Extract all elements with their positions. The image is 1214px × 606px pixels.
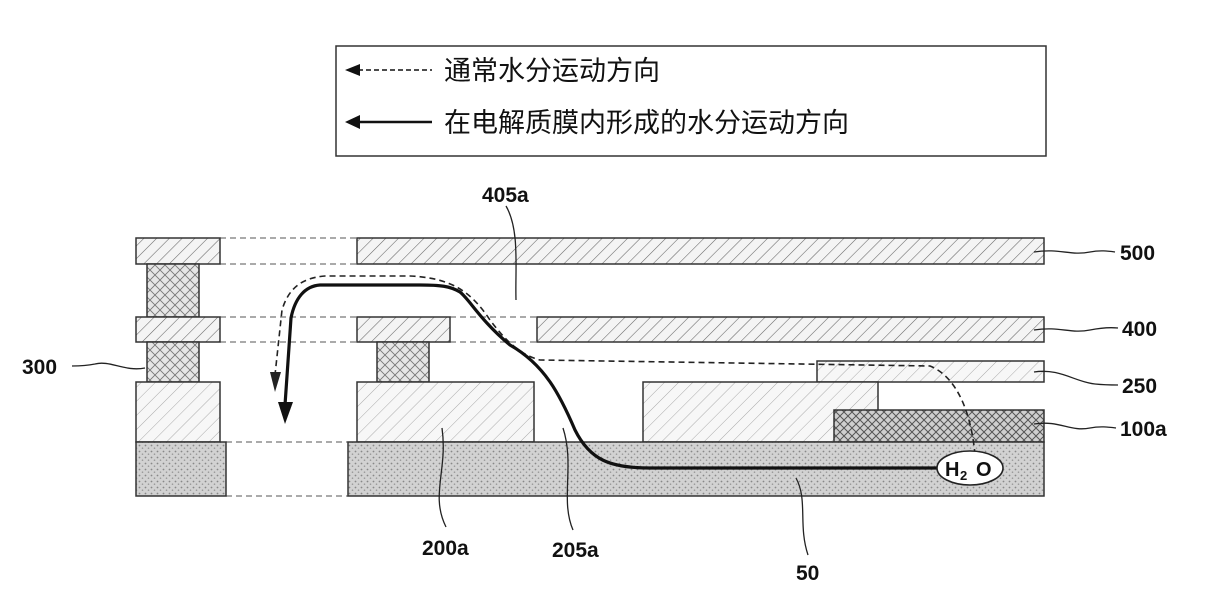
solid-arrow-head-icon <box>278 402 293 424</box>
spacer-300-lower <box>146 341 200 383</box>
label-400: 400 <box>1122 318 1157 341</box>
legend-solid-label: 在电解质膜内形成的水分运动方向 <box>444 108 849 139</box>
label-405a: 405a <box>482 184 529 207</box>
legend-box: 通常水分运动方向 在电解质膜内形成的水分运动方向 <box>335 45 1047 157</box>
legend-dashed-arrow-icon <box>345 64 432 76</box>
layer-100a <box>833 409 1045 443</box>
leader-lines <box>71 205 1119 556</box>
spacer-300-upper <box>146 263 200 318</box>
block-left <box>135 381 221 443</box>
spacer-mid-lower <box>376 341 430 383</box>
h2o-o: O <box>976 459 992 481</box>
solid-water-path <box>283 283 945 470</box>
layer-400-left <box>135 316 221 343</box>
label-100a: 100a <box>1120 418 1167 441</box>
label-205a: 205a <box>552 539 599 562</box>
layer-500-left <box>135 237 221 265</box>
gap-outline <box>220 237 537 497</box>
legend-solid-arrow-icon <box>345 115 432 129</box>
label-500: 500 <box>1120 242 1155 265</box>
dashed-arrow-head-icon <box>270 372 281 392</box>
layer-500 <box>356 237 1045 265</box>
label-300: 300 <box>22 356 57 379</box>
layer-400-mid <box>356 316 451 343</box>
legend-dashed-label: 通常水分运动方向 <box>444 56 660 87</box>
h2o-h: H <box>945 459 959 481</box>
substrate-left <box>135 441 227 497</box>
layer-400 <box>536 316 1045 343</box>
label-50: 50 <box>796 562 819 585</box>
dashed-water-path <box>274 275 976 456</box>
h2o-sub: 2 <box>960 468 967 483</box>
block-200a <box>356 381 535 443</box>
label-200a: 200a <box>422 537 469 560</box>
label-250: 250 <box>1122 375 1157 398</box>
h2o-bubble: H 2 O <box>936 450 1004 486</box>
